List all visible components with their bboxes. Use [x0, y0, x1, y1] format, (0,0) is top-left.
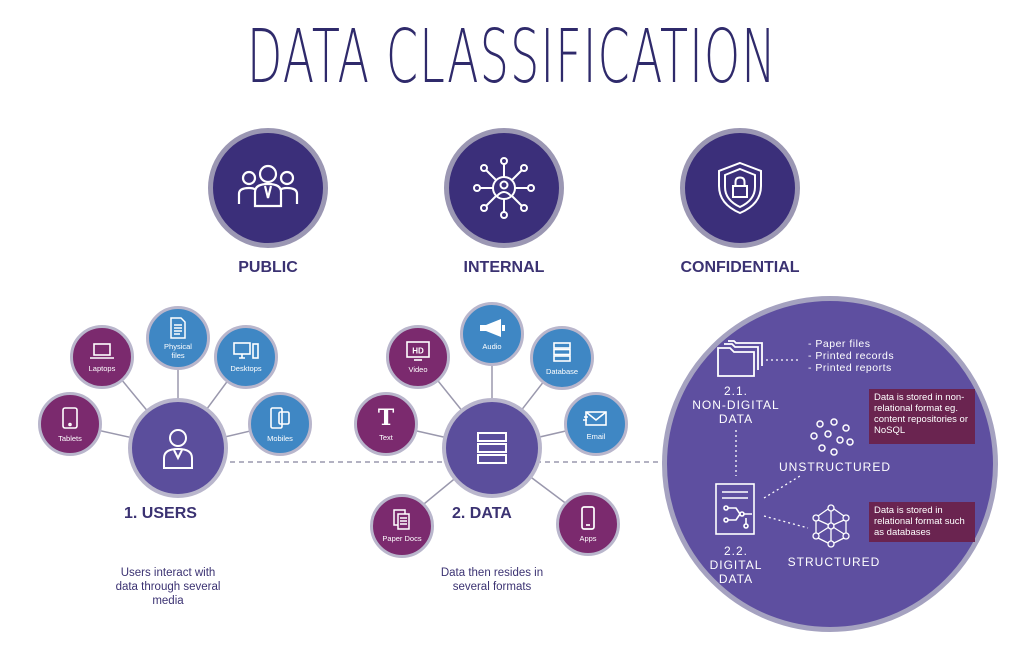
- node-database: Database: [530, 326, 594, 390]
- node-mobiles: Mobiles: [248, 392, 312, 456]
- node-label: Text: [379, 432, 393, 442]
- caption-line: media: [152, 595, 184, 607]
- hd-video-icon: HD: [406, 341, 430, 361]
- structured-note: Data is stored in relational format such…: [869, 502, 975, 542]
- level-public-label: PUBLIC: [238, 259, 298, 276]
- data-caption: Data then resides in several formats: [412, 566, 572, 594]
- node-label: Desktops: [230, 364, 262, 373]
- node-label: Apps: [579, 534, 597, 543]
- node-label: Email: [586, 431, 606, 441]
- folder-icon: [717, 340, 763, 377]
- node-apps: Apps: [556, 492, 620, 556]
- confidential-circle: [680, 128, 800, 248]
- label-line: NON-DIGITAL: [692, 398, 780, 412]
- users-group-icon: [237, 164, 299, 208]
- unstructured-label: UNSTRUCTURED: [779, 460, 891, 474]
- node-desktops: Desktops: [214, 325, 278, 389]
- structured-label: STRUCTURED: [787, 555, 881, 569]
- list-item: - Paper files: [808, 338, 871, 350]
- label-line: 2.1.: [723, 384, 748, 398]
- level-confidential-label: CONFIDENTIAL: [680, 259, 800, 276]
- node-tablets: Tablets: [38, 392, 102, 456]
- server-icon: [477, 432, 507, 464]
- caption-line: Users interact with: [120, 567, 216, 579]
- node-label: Paper Docs: [382, 534, 422, 543]
- caption-line: data through several: [115, 581, 221, 593]
- text-icon: T: [377, 404, 395, 431]
- node-label: Database: [545, 366, 579, 376]
- node-video: HD Video: [386, 325, 450, 389]
- node-label: Laptops: [88, 363, 116, 373]
- public-circle: [208, 128, 328, 248]
- node-physical-files: Physical files: [146, 306, 210, 370]
- caption-line: Data then resides in: [440, 567, 544, 579]
- label-line: DIGITAL: [709, 558, 763, 572]
- laptop-icon: [90, 342, 114, 359]
- digital-doc-icon: [715, 483, 755, 535]
- unstructured-note: Data is stored in non-relational format …: [869, 389, 975, 444]
- digital-label: 2.2. DIGITAL DATA: [688, 544, 784, 586]
- non-digital-list: - Paper files - Printed records - Printe…: [808, 338, 894, 374]
- scatter-dots-icon: [810, 418, 854, 456]
- network-mesh-icon: [812, 504, 850, 548]
- label-line: DATA: [718, 572, 754, 586]
- data-heading: 2. DATA: [452, 505, 512, 522]
- node-label: Physical files: [164, 341, 192, 360]
- node-text: T Text: [354, 392, 418, 456]
- users-heading: 1. USERS: [124, 505, 197, 522]
- user-icon: [163, 429, 193, 469]
- internal-circle: [444, 128, 564, 248]
- network-user-icon: [473, 157, 535, 219]
- tablet-icon: [62, 406, 78, 429]
- node-label: Video: [408, 365, 428, 374]
- node-label: Tablets: [58, 433, 82, 443]
- page-title: DATA CLASSIFICATION: [247, 14, 777, 100]
- node-email: Email: [564, 392, 628, 456]
- smartphone-icon: [581, 506, 595, 530]
- megaphone-icon: [480, 318, 505, 337]
- list-item: - Printed reports: [808, 362, 892, 374]
- node-label: Mobiles: [267, 433, 293, 443]
- mobile-icon: [270, 406, 290, 429]
- users-caption: Users interact with data through several…: [88, 566, 248, 608]
- list-item: - Printed records: [808, 350, 895, 362]
- node-laptops: Laptops: [70, 325, 134, 389]
- users-hub: [128, 398, 228, 498]
- non-digital-label: 2.1. NON-DIGITAL DATA: [688, 384, 784, 426]
- level-internal-label: INTERNAL: [463, 259, 545, 276]
- node-audio: Audio: [460, 302, 524, 366]
- label-line: DATA: [718, 412, 754, 426]
- caption-line: several formats: [452, 581, 532, 593]
- node-label: Audio: [482, 341, 502, 351]
- svg-text:HD: HD: [412, 347, 424, 356]
- desktop-icon: [233, 342, 259, 359]
- node-paper-docs: Paper Docs: [370, 494, 434, 558]
- database-icon: [553, 341, 571, 362]
- paper-docs-icon: [393, 509, 410, 530]
- document-icon: [170, 316, 186, 339]
- email-icon: [583, 410, 607, 426]
- label-line: 2.2.: [723, 544, 748, 558]
- shield-lock-icon: [718, 161, 762, 215]
- data-hub: [442, 398, 542, 498]
